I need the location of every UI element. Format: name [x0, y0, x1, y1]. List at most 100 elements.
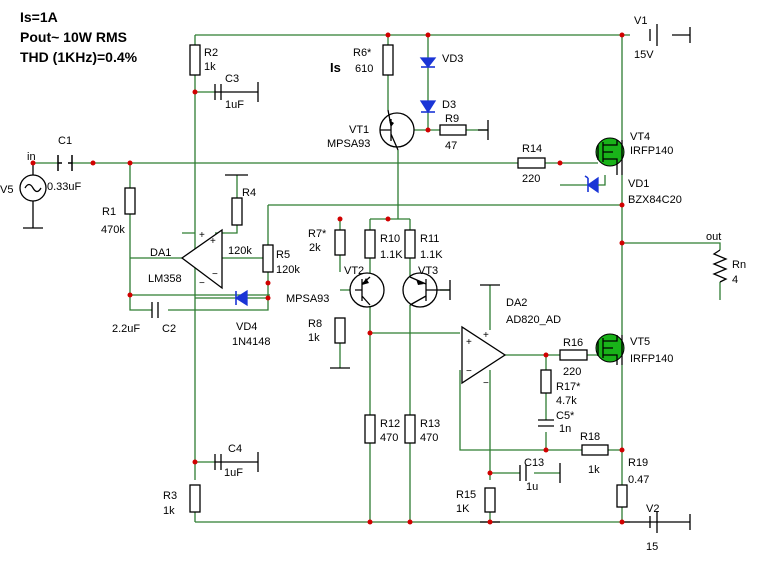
label-r18-value: 1k: [588, 464, 600, 476]
label-v2-value: 15: [646, 541, 658, 553]
label-vt3: VT3: [418, 265, 438, 277]
svg-text:−: −: [466, 366, 472, 377]
svg-text:−: −: [212, 269, 218, 280]
header-line3: THD (1KHz)=0.4%: [20, 49, 138, 65]
svg-text:+: +: [466, 337, 472, 348]
label-v5: V5: [0, 184, 13, 196]
label-r5-value: 120k: [276, 264, 300, 276]
resistor-r6: [382, 44, 394, 76]
label-r12: R12: [380, 418, 400, 430]
label-r14: R14: [522, 143, 542, 155]
resistor-r10: [364, 229, 376, 259]
capacitors: [57, 84, 554, 481]
label-c1: C1: [58, 135, 72, 147]
label-out: out: [706, 231, 721, 243]
label-r1-value: 470k: [101, 224, 125, 236]
label-rn-value: 4: [732, 274, 738, 286]
label-c4-value: 1uF: [224, 467, 243, 479]
label-c4: C4: [228, 443, 242, 455]
label-rn: Rn: [732, 259, 746, 271]
label-r18: R18: [580, 431, 600, 443]
label-vd1: VD1: [628, 178, 649, 190]
wires: [32, 34, 721, 523]
label-r10: R10: [380, 233, 400, 245]
resistor-r14: [517, 157, 546, 169]
label-r8: R8: [308, 318, 322, 330]
label-r15: R15: [456, 489, 476, 501]
header-line1: Is=1A: [20, 9, 58, 25]
label-r7: R7*: [308, 228, 327, 240]
label-r7-value: 2k: [309, 242, 321, 254]
label-v1: V1: [634, 15, 647, 27]
transistor-vt2: [349, 272, 385, 308]
label-vt1: VT1: [349, 124, 369, 136]
label-c3: C3: [225, 73, 239, 85]
label-da2-value: AD820_AD: [506, 314, 561, 326]
capacitor-c13: [519, 465, 527, 481]
opamp-da2: + − + −: [461, 325, 507, 389]
diode-vd4: [234, 289, 248, 307]
svg-text:−: −: [483, 378, 489, 389]
header-line2: Pout~ 10W RMS: [20, 29, 127, 45]
label-c5: C5*: [556, 410, 575, 422]
label-r17: R17*: [556, 381, 581, 393]
resistor-r1: [124, 187, 136, 215]
resistor-r13: [404, 414, 416, 444]
label-c2-value: 2.2uF: [112, 323, 140, 335]
opamp-da1: + − + −: [180, 228, 223, 290]
resistor-r18: [581, 444, 609, 456]
label-r4-value: 120k: [228, 245, 252, 257]
label-vt5-value: IRFP140: [630, 353, 673, 365]
label-vd1-value: BZX84C20: [628, 194, 682, 206]
label-c5-value: 1n: [559, 423, 571, 435]
label-r2: R2: [204, 47, 218, 59]
resistor-r11: [404, 229, 416, 259]
label-r5: R5: [276, 249, 290, 261]
label-r9-value: 47: [445, 140, 457, 152]
resistor-r16: [559, 349, 588, 361]
label-r9: R9: [445, 113, 459, 125]
label-r6-value: 610: [355, 63, 373, 75]
diode-d3: [419, 100, 437, 114]
label-v2: V2: [646, 503, 659, 515]
label-vt1-value: MPSA93: [327, 138, 370, 150]
resistor-r5: [262, 244, 274, 273]
junction-dots: [30, 32, 625, 525]
resistor-r15: [484, 487, 496, 513]
label-r19: R19: [628, 457, 648, 469]
resistor-r17: [540, 369, 552, 394]
label-r15-value: 1K: [456, 503, 470, 515]
label-da2: DA2: [506, 297, 527, 309]
capacitor-c2: [151, 302, 159, 318]
label-c1-value: 0.33uF: [47, 181, 82, 193]
zener-vd1: [584, 175, 606, 194]
svg-text:+: +: [483, 330, 489, 341]
capacitor-c3: [214, 84, 222, 100]
diode-vd3: [419, 57, 437, 69]
svg-text:+: +: [199, 230, 205, 241]
label-vd3: VD3: [442, 53, 463, 65]
transistor-vt1: [379, 109, 415, 151]
label-da1: DA1: [150, 247, 171, 259]
label-r6: R6*: [353, 47, 372, 59]
resistor-r4: [231, 197, 243, 226]
label-v1-value: 15V: [634, 49, 654, 61]
label-r3: R3: [163, 490, 177, 502]
capacitor-c5: [538, 419, 554, 427]
battery-v1: [649, 24, 658, 46]
label-vd4-value: 1N4148: [232, 336, 271, 348]
label-vd4: VD4: [236, 321, 257, 333]
svg-text:−: −: [199, 278, 205, 289]
label-r1: R1: [102, 206, 116, 218]
resistor-r2: [189, 44, 201, 76]
resistor-r9: [439, 124, 467, 136]
label-is: Is: [330, 60, 341, 75]
label-c2: C2: [162, 323, 176, 335]
resistor-r8: [334, 317, 346, 344]
resistor-r12: [364, 414, 376, 444]
label-da1-value: LM358: [148, 273, 182, 285]
transistor-vt3: [402, 272, 450, 308]
label-vt2-value: MPSA93: [286, 293, 329, 305]
label-c3-value: 1uF: [225, 99, 244, 111]
